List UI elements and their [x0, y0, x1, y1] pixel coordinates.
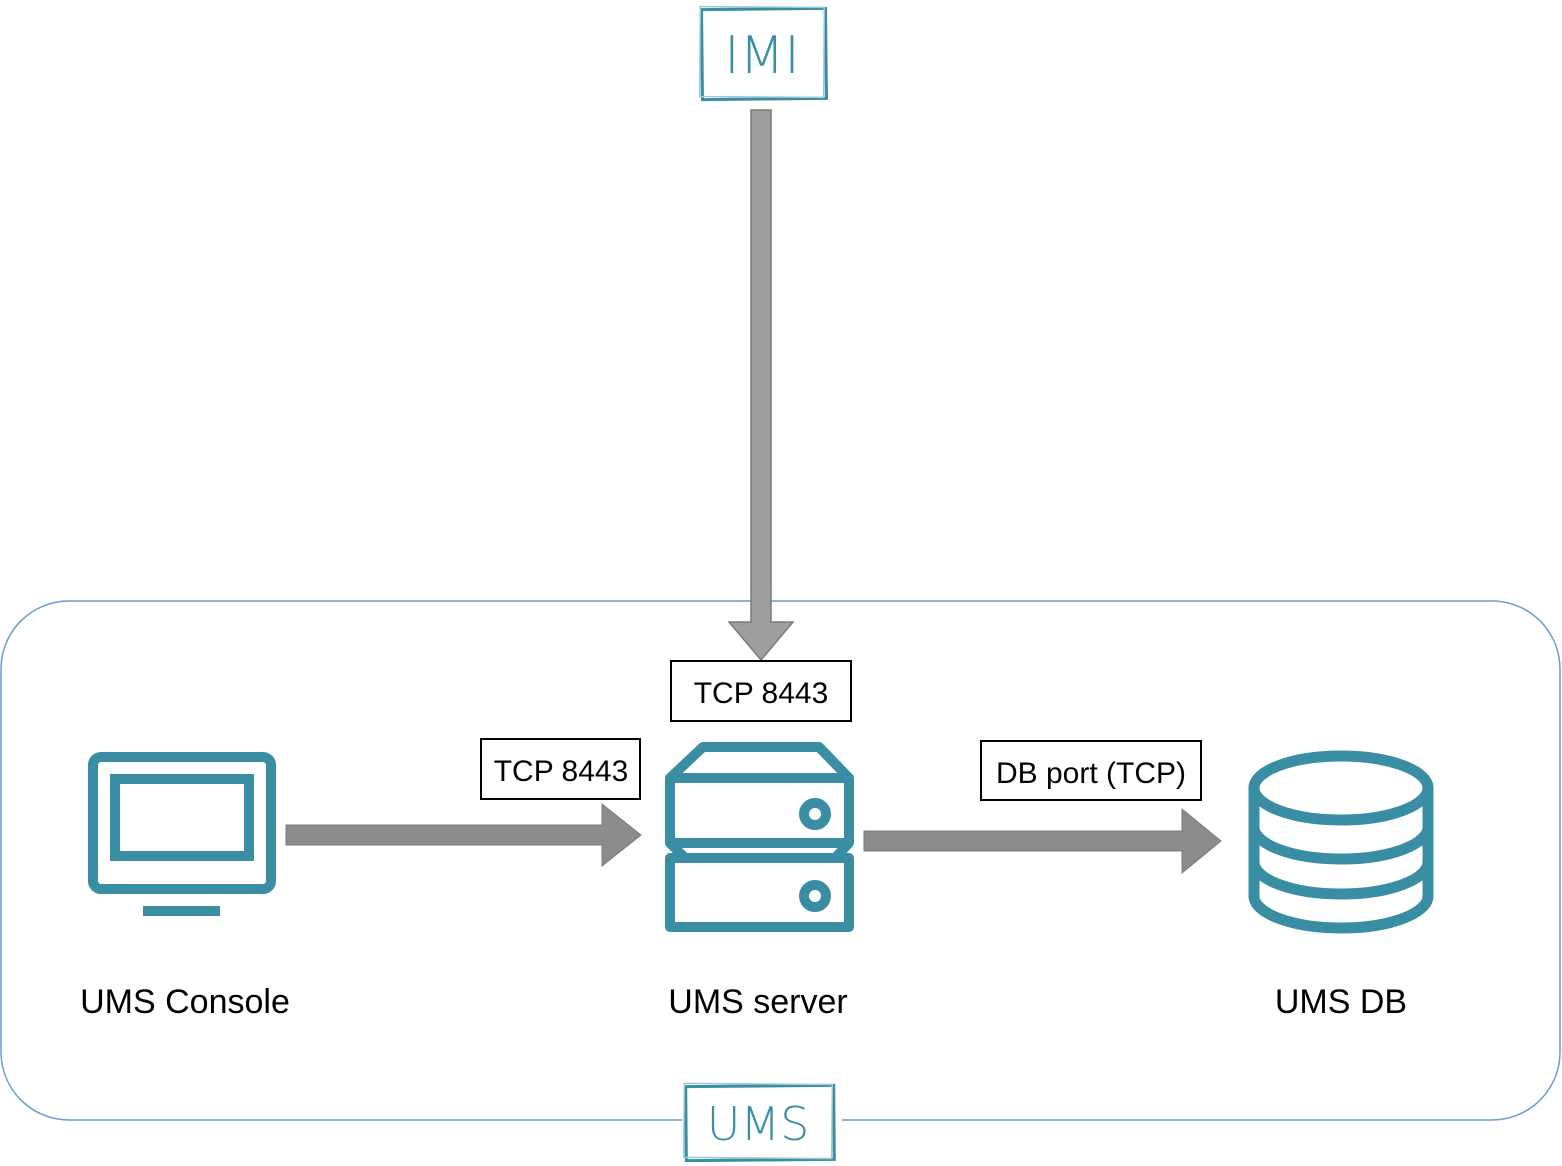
imi-badge: IMI [698, 5, 828, 102]
server-db-port-label: DB port (TCP) [996, 757, 1186, 790]
imi-badge-label: IMI [724, 26, 800, 86]
db-label: UMS DB [1275, 983, 1407, 1021]
database-icon [1248, 750, 1434, 934]
ums-badge: UMS [682, 1082, 842, 1163]
arrow-imi-to-server [727, 109, 795, 662]
label-box-imi-server: TCP 8443 [670, 660, 852, 722]
ums-badge-label: UMS [707, 1097, 810, 1151]
arrow-server-to-db [863, 807, 1222, 875]
console-server-port-label: TCP 8443 [494, 755, 629, 788]
server-label: UMS server [668, 983, 847, 1021]
label-box-console-server: TCP 8443 [480, 738, 641, 800]
console-label: UMS Console [80, 983, 290, 1021]
server-icon [665, 742, 854, 932]
imi-server-port-label: TCP 8443 [694, 677, 829, 710]
monitor-icon [88, 752, 276, 916]
arrow-console-to-server [285, 802, 642, 868]
label-box-server-db: DB port (TCP) [980, 740, 1202, 801]
